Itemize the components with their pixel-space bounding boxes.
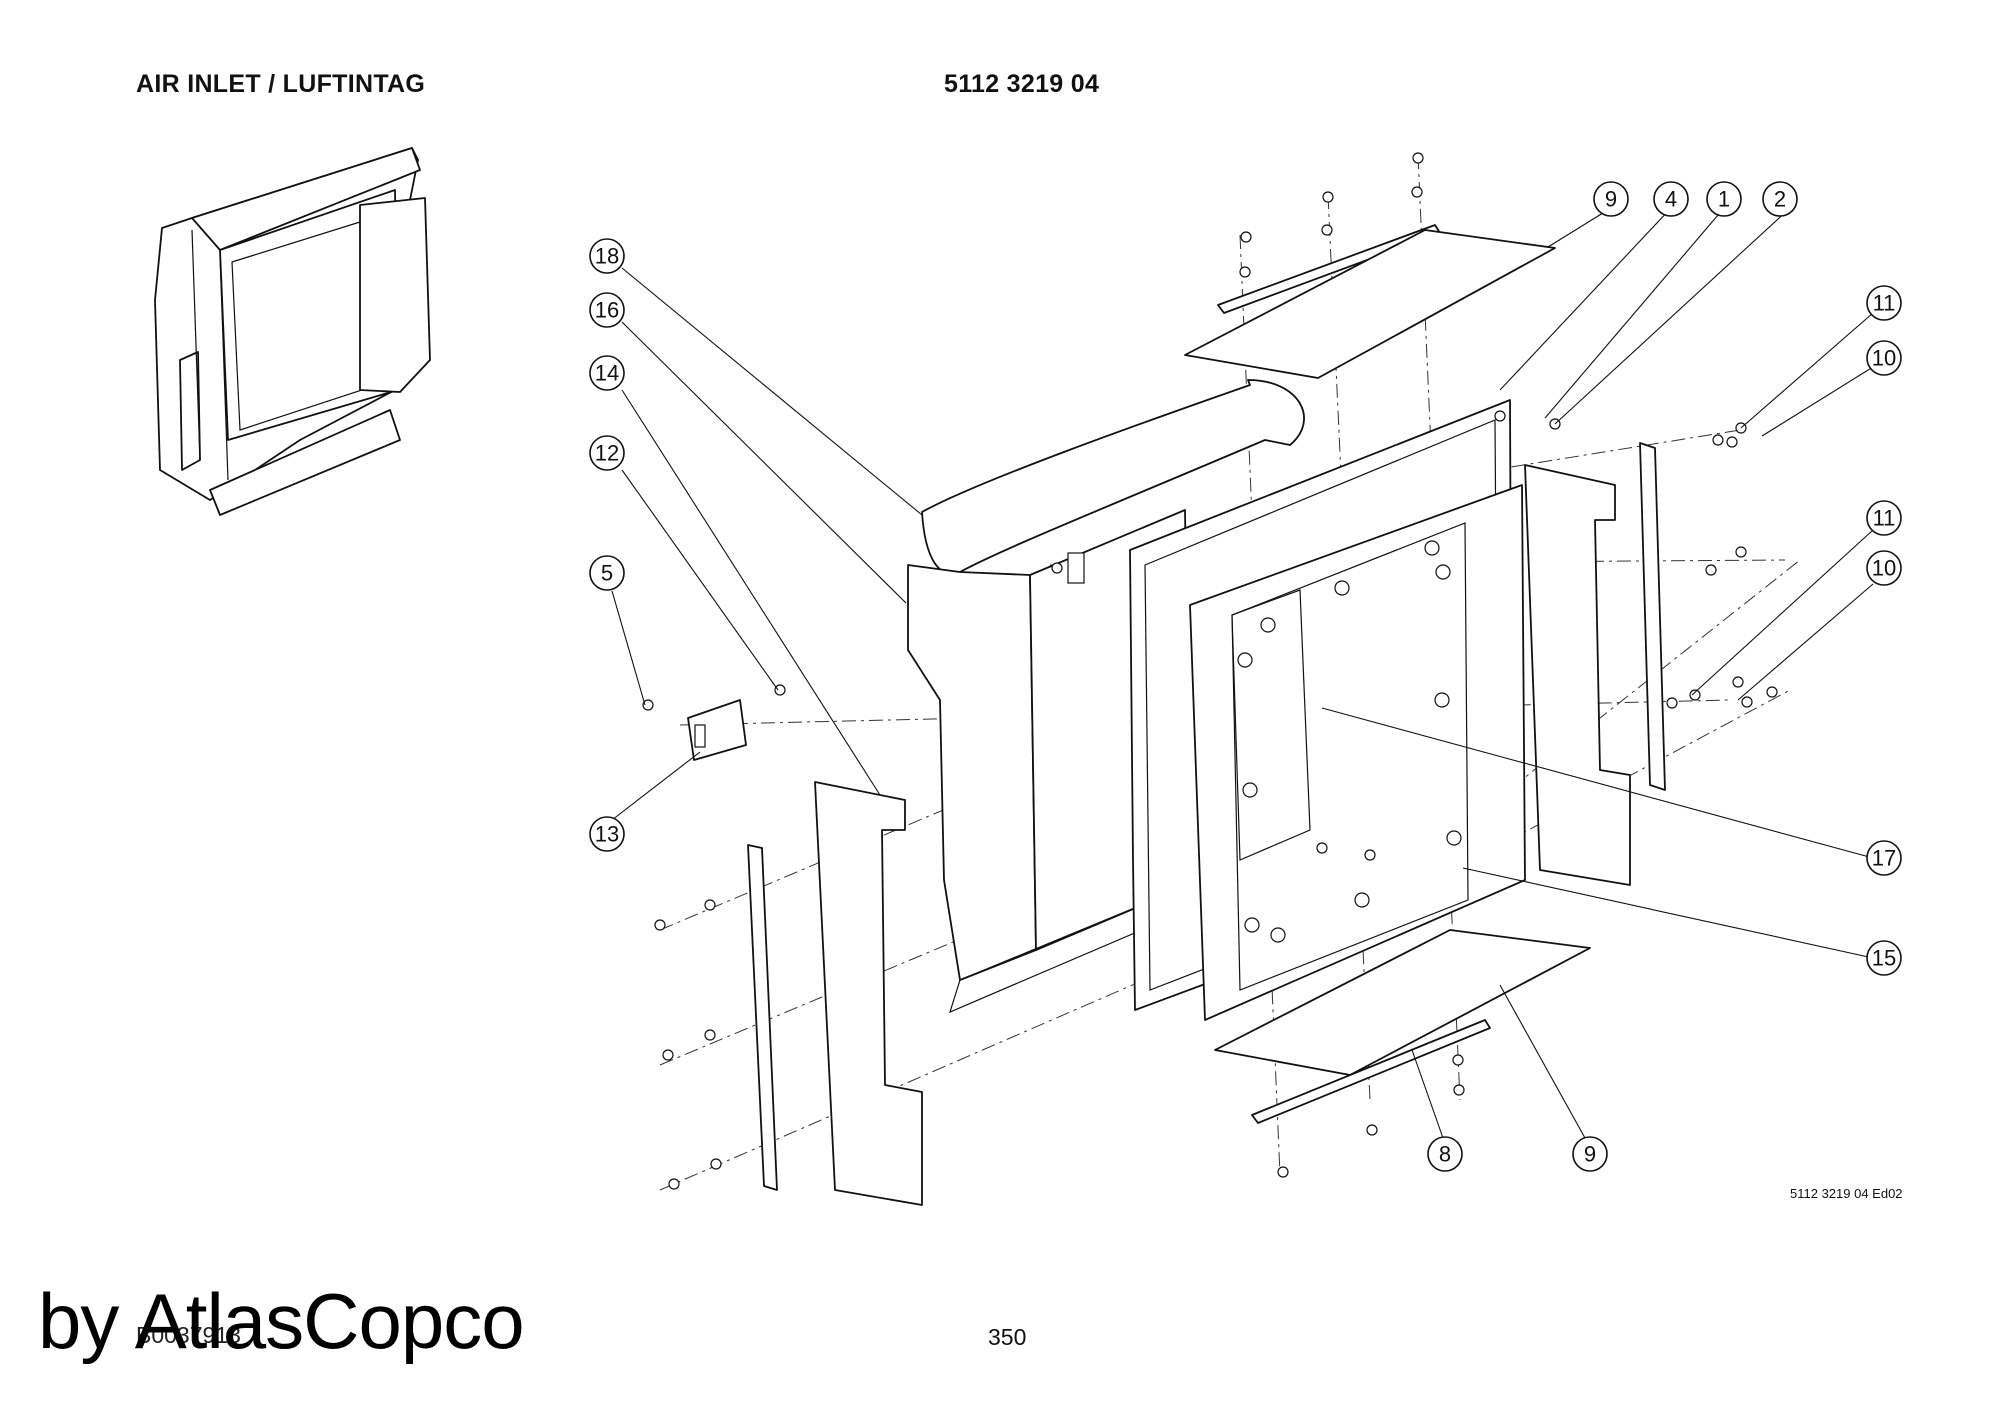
svg-text:9: 9 xyxy=(1584,1142,1596,1167)
svg-text:18: 18 xyxy=(595,244,619,269)
svg-text:10: 10 xyxy=(1872,556,1896,581)
svg-text:16: 16 xyxy=(595,298,619,323)
svg-text:8: 8 xyxy=(1439,1142,1451,1167)
part-number: 5112 3219 04 xyxy=(944,70,1100,98)
svg-text:9: 9 xyxy=(1605,187,1617,212)
page-title: AIR INLET / LUFTINTAG xyxy=(136,70,426,98)
svg-text:11: 11 xyxy=(1873,291,1896,316)
callout-10-a: 10 xyxy=(1866,340,1902,376)
callout-11-b: 11 xyxy=(1866,500,1902,536)
callout-2: 2 xyxy=(1762,181,1798,217)
svg-text:13: 13 xyxy=(595,822,619,847)
callout-5: 5 xyxy=(589,555,625,591)
svg-text:2: 2 xyxy=(1774,187,1786,212)
hardware xyxy=(642,152,1778,1190)
left-side-panels xyxy=(747,781,923,1206)
callouts: 18 16 14 12 5 13 9 4 1 2 11 10 11 10 17 … xyxy=(589,181,1902,1172)
page-number: 350 xyxy=(988,1324,1027,1350)
svg-text:4: 4 xyxy=(1665,187,1677,212)
svg-text:14: 14 xyxy=(595,361,619,386)
edition-label: 5112 3219 04 Ed02 xyxy=(1790,1186,1903,1201)
svg-text:15: 15 xyxy=(1872,946,1896,971)
assembly-thumbnail xyxy=(154,147,431,516)
callout-18: 18 xyxy=(589,238,625,274)
svg-text:1: 1 xyxy=(1718,187,1730,212)
callout-13: 13 xyxy=(589,816,625,852)
bottom-plates xyxy=(1214,929,1591,1124)
svg-text:12: 12 xyxy=(595,441,619,466)
callout-16: 16 xyxy=(589,292,625,328)
document-reference: B0037913 xyxy=(136,1322,241,1348)
callout-9-top: 9 xyxy=(1593,181,1629,217)
top-plates xyxy=(1184,224,1556,379)
svg-text:17: 17 xyxy=(1872,846,1896,871)
callout-17: 17 xyxy=(1866,840,1902,876)
watermark: by AtlasCopco xyxy=(38,1277,525,1365)
callout-15: 15 xyxy=(1866,940,1902,976)
frame-part xyxy=(1129,399,1526,1021)
right-side-panels xyxy=(1524,442,1666,886)
svg-text:5: 5 xyxy=(601,561,613,586)
callout-12: 12 xyxy=(589,435,625,471)
svg-text:10: 10 xyxy=(1872,346,1896,371)
callout-14: 14 xyxy=(589,355,625,391)
bracket-part xyxy=(687,699,747,761)
callout-1: 1 xyxy=(1706,181,1742,217)
svg-text:11: 11 xyxy=(1873,506,1896,531)
callout-4: 4 xyxy=(1653,181,1689,217)
callout-8: 8 xyxy=(1427,1136,1463,1172)
callout-10-b: 10 xyxy=(1866,550,1902,586)
callout-9-bottom: 9 xyxy=(1572,1136,1608,1172)
callout-11-a: 11 xyxy=(1866,285,1902,321)
leader-lines xyxy=(611,207,1874,1139)
